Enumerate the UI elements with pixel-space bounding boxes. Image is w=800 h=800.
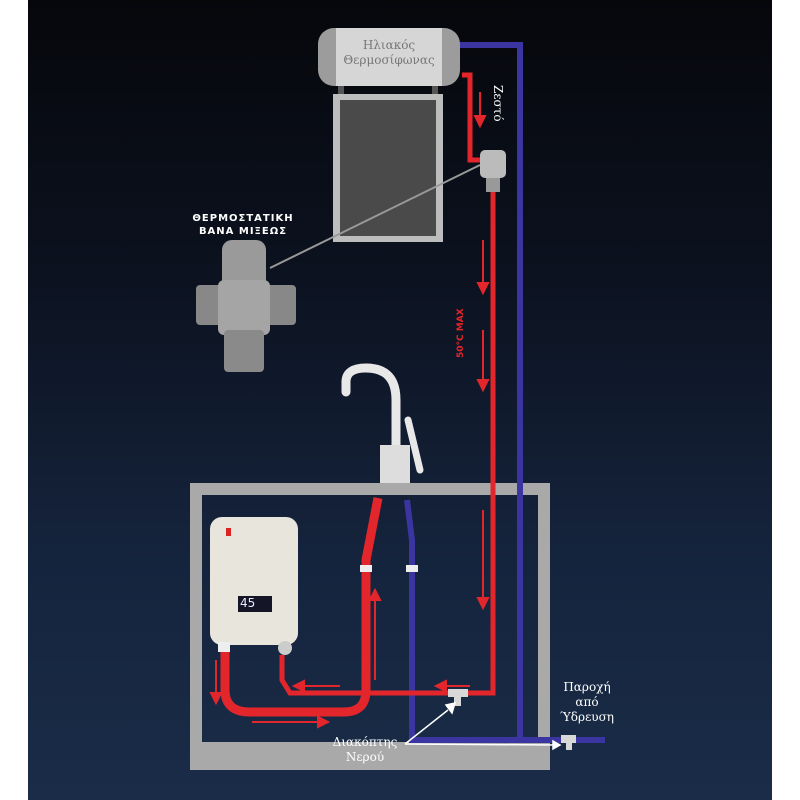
switch-label: Διακόπτης Νερού <box>315 735 415 765</box>
valve-title: ΘΕΡΜΟΣΤΑΤΙΚΗ ΒΑΝΑ ΜΙΞΕΩΣ <box>178 212 308 238</box>
tank-label-line1: Ηλιακός <box>362 38 416 52</box>
switch-label-line2: Νερού <box>345 750 385 764</box>
water-heater-icon <box>210 517 298 655</box>
mixing-valve-small-icon <box>269 150 506 269</box>
solar-tank-icon <box>318 28 460 96</box>
tank-label-line2: Θερμοσίφωνας <box>343 53 435 67</box>
valve-title-line2: ΒΑΝΑ ΜΙΞΕΩΣ <box>198 226 288 237</box>
valve-title-line1: ΘΕΡΜΟΣΤΑΤΙΚΗ <box>192 213 294 224</box>
supply-label: Παροχή από Ύδρευση <box>552 680 622 725</box>
counter-frame <box>190 483 550 770</box>
supply-label-line2: από <box>575 695 599 709</box>
switch-label-line1: Διακόπτης <box>332 735 398 749</box>
solar-collector-icon <box>333 94 443 242</box>
mixing-valve-large-icon <box>196 240 296 372</box>
hot-label: Ζεστό <box>491 85 505 122</box>
flow-arrows <box>209 92 490 729</box>
heater-display: 45 <box>240 596 256 610</box>
max-temp-label: 50°C MAX <box>456 308 466 358</box>
supply-label-line3: Ύδρευση <box>560 710 614 724</box>
supply-label-line1: Παροχή <box>563 680 611 694</box>
switch-pointer-arrows <box>404 701 562 751</box>
solar-tank-label: Ηλιακός Θερμοσίφωνας <box>336 38 442 68</box>
water-switch-icons <box>448 689 576 750</box>
pipe-connectors <box>360 565 418 572</box>
faucet-icon <box>341 363 424 483</box>
